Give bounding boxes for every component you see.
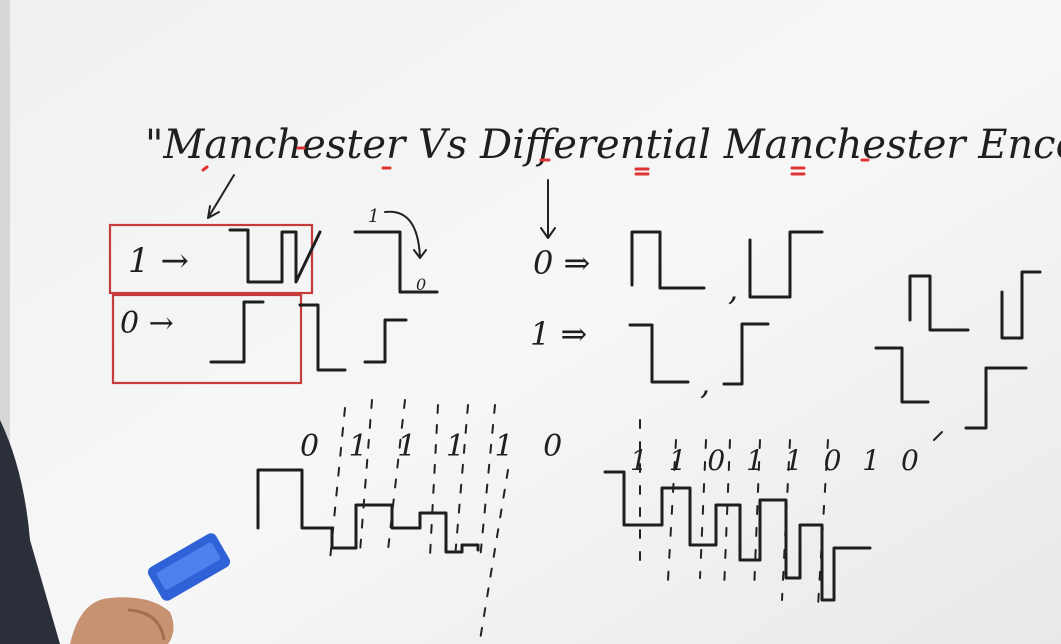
differential-one-waveform-b [722,322,770,386]
sketch-comma [933,431,943,441]
curved-arrow [384,210,427,259]
board-edge [0,0,10,644]
manchester-zero-label: 0 → [120,306,174,341]
manchester-aside-one: 1 [368,206,379,227]
manchester-zero-box [111,293,303,385]
differential-encoded-signal [603,470,872,602]
presenter-hand [0,420,174,644]
bit-boundary-lines [639,419,829,607]
manchester-aside-zero: 0 [416,275,426,294]
underline-mark [790,166,806,176]
arrow-down [540,179,556,239]
underline-mark [634,167,650,176]
underline-mark [201,165,209,172]
differential-one-label: 1 ⇒ [530,315,587,353]
marker-pen [147,533,231,601]
differential-comma: , [700,364,710,402]
arrow-down-left [207,174,235,219]
title: "Manchester Vs Differential Manchester E… [145,122,1061,168]
differential-zero-label: 0 ⇒ [533,244,590,282]
sketch-waveform [874,346,930,404]
differential-comma: , [728,270,738,308]
right-bit-sequence: 1 1 0 1 1 0 1 0 [630,444,925,477]
manchester-transition-waveform [363,318,408,364]
left-bit-sequence: 0 1 1 1 1 0 [300,429,572,464]
manchester-encoded-signal [256,468,480,554]
manchester-one-label: 1 → [128,241,189,281]
differential-zero-waveform-b [748,230,824,299]
manchester-transition-waveform [298,303,347,372]
manchester-zero-waveform [209,300,265,364]
sketch-waveform [1000,270,1042,340]
manchester-one-box [108,223,314,295]
manchester-one-waveform [228,228,322,284]
sketch-waveform [908,274,970,332]
differential-zero-waveform-a [630,230,706,290]
differential-one-waveform-a [628,323,690,384]
sketch-waveform [964,366,1028,430]
manchester-aside-waveform [353,230,439,294]
